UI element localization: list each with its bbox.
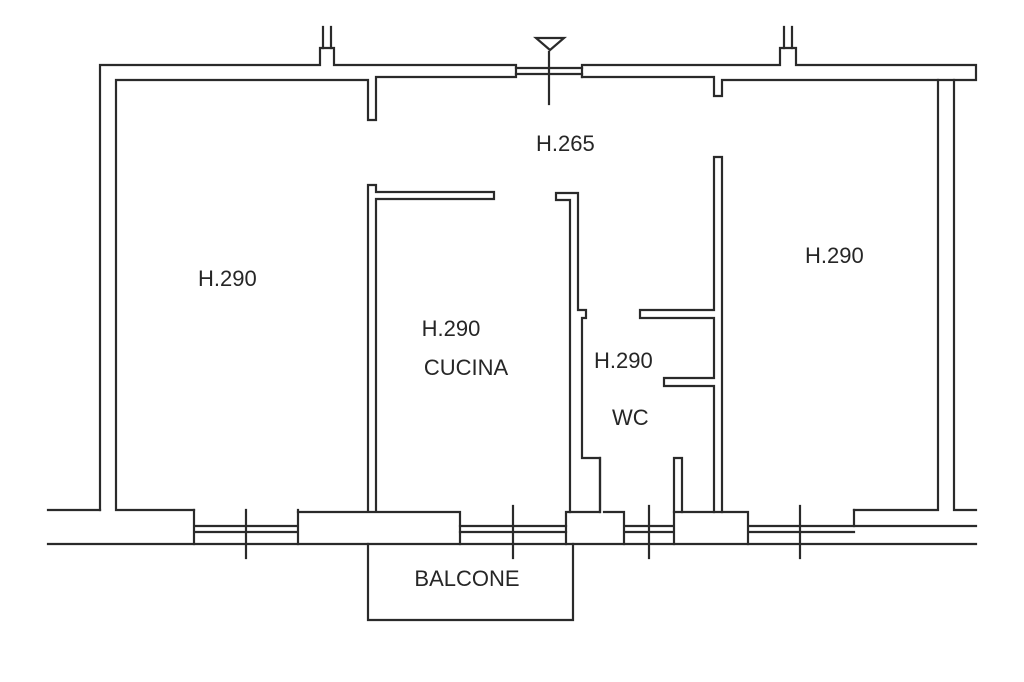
top-wall-right	[580, 46, 978, 512]
window-left	[192, 508, 300, 560]
bottom-wall-mid	[296, 510, 462, 546]
balcony-name-label: BALCONE	[414, 566, 520, 591]
bathroom-name-label: WC	[612, 405, 649, 430]
pipe-right	[782, 25, 794, 50]
bathroom-height-label: H.290	[594, 348, 653, 373]
bathroom-right-wall	[638, 155, 724, 514]
pipe-left	[321, 25, 333, 50]
entrance-door	[514, 50, 584, 106]
entry-marker-icon	[533, 36, 567, 52]
hallway-height-label: H.265	[536, 131, 595, 156]
balcony-outline	[366, 542, 575, 622]
top-wall-left	[98, 46, 518, 512]
kitchen-right-wall	[554, 191, 602, 514]
top-wall-right-inner	[580, 75, 940, 512]
kitchen-name-label: CUCINA	[423, 355, 509, 380]
right-room-height-label: H.290	[805, 243, 864, 268]
kitchen-height-label: H.290	[421, 316, 481, 341]
kitchen-left-wall	[366, 183, 496, 512]
left-room-height-label: H.290	[198, 266, 257, 291]
kitchen-door	[458, 504, 568, 560]
bathroom-partition	[672, 456, 684, 514]
